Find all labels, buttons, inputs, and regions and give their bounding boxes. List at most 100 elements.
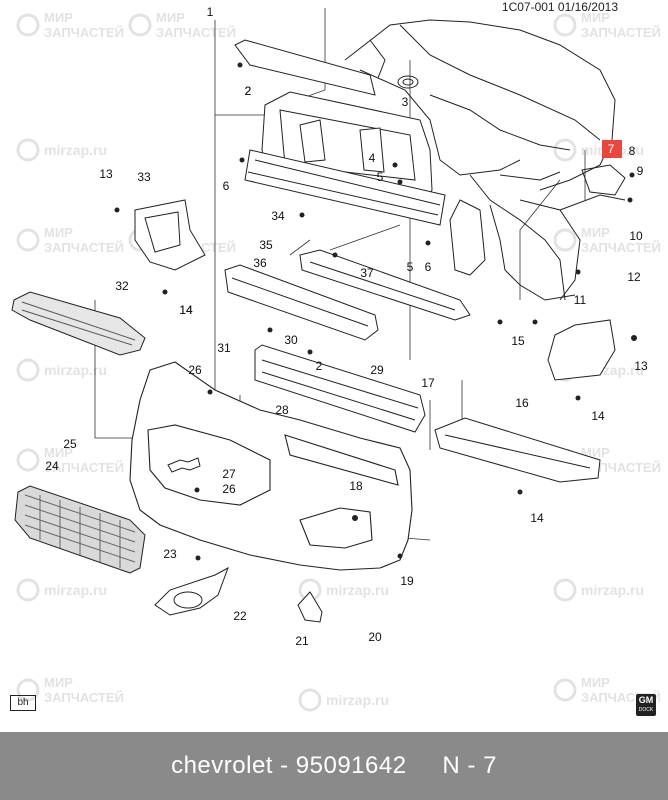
brand-logo-text: GM [638, 695, 654, 705]
callout-32: 32 [115, 279, 129, 293]
watermark-text: МИР [44, 675, 73, 690]
watermark-logo-icon [553, 138, 577, 162]
part-number-caption: chevrolet - 95091642 N - 7 [171, 752, 497, 779]
watermark-text: МИР [156, 10, 185, 25]
watermark-tile: mirzap.ru [16, 358, 107, 382]
watermark-logo-icon [553, 678, 577, 702]
watermark-text: ЗАПЧАСТЕЙ [44, 460, 124, 475]
callout-14: 14 [591, 409, 605, 423]
callout-2: 2 [245, 84, 252, 98]
footer-bar: chevrolet - 95091642 N - 7 [0, 732, 668, 800]
callout-37: 37 [360, 266, 374, 280]
watermark-tile: mirzap.ru [16, 578, 107, 602]
callout-33: 33 [137, 170, 151, 184]
watermark-text: МИР [44, 445, 73, 460]
impact-bar [244, 149, 446, 226]
bowtie-emblem [167, 457, 201, 473]
callout-11: 11 [574, 293, 587, 307]
watermark-tile: mirzap.ru [16, 138, 107, 162]
fog-bezels [154, 566, 323, 623]
parts-diagram: МИРЗАПЧАСТЕЙМИРЗАПЧАСТЕЙМИРЗАПЧАСТЕЙmirz… [11, 5, 661, 712]
callout-24: 24 [45, 459, 59, 473]
watermark-logo-icon [553, 228, 577, 252]
watermark-text: ЗАПЧАСТЕЙ [581, 240, 661, 255]
callout-8: 8 [629, 144, 636, 158]
watermark-text: mirzap.ru [581, 582, 644, 598]
watermark-text: ЗАПЧАСТЕЙ [581, 460, 661, 475]
callout-9: 9 [637, 164, 644, 178]
watermark-logo-icon [298, 688, 322, 712]
body-structure [344, 19, 626, 301]
watermark-logo-icon [553, 13, 577, 37]
watermark-text: МИР [581, 675, 610, 690]
splash-shields [134, 199, 616, 483]
callout-5: 5 [377, 170, 384, 184]
callout-13: 13 [99, 167, 113, 181]
callout-31: 31 [217, 341, 231, 355]
watermark-text: ЗАПЧАСТЕЙ [44, 690, 124, 705]
watermark-text: mirzap.ru [44, 582, 107, 598]
callout-17: 17 [421, 376, 435, 390]
callout-26: 26 [188, 363, 202, 377]
callout-18: 18 [349, 479, 363, 493]
callout-30: 30 [284, 333, 298, 347]
callout-3: 3 [402, 95, 409, 109]
callout-27: 27 [222, 467, 236, 481]
watermark-tile: mirzap.ru [298, 688, 389, 712]
watermark-logo-icon [128, 13, 152, 37]
diagram-reference-code: 1C07-001 01/16/2013 [501, 0, 618, 14]
callout-14: 14 [179, 303, 193, 317]
energy-absorber [224, 249, 471, 341]
brand-logo-subtext: DOCK [638, 707, 654, 713]
brand-logo: GM DOCK [636, 694, 656, 716]
watermark-logo-icon [16, 228, 40, 252]
watermark-text: МИР [44, 10, 73, 25]
callout-14: 14 [179, 303, 193, 317]
fasteners [114, 62, 637, 561]
callout-35: 35 [259, 238, 273, 252]
callout-22: 22 [233, 609, 247, 623]
callout-6: 6 [223, 179, 230, 193]
callout-6: 6 [425, 260, 432, 274]
callout-36: 36 [253, 256, 267, 270]
callout-4: 4 [369, 151, 376, 165]
callout-13: 13 [634, 359, 648, 373]
watermark-text: ЗАПЧАСТЕЙ [44, 25, 124, 40]
watermark-text: ЗАПЧАСТЕЙ [156, 25, 236, 40]
watermark-logo-icon [16, 578, 40, 602]
highlight-box [602, 140, 622, 158]
callout-34: 34 [271, 209, 285, 223]
callout-10: 10 [629, 229, 643, 243]
callout-16: 16 [515, 396, 529, 410]
watermark-logo-icon [553, 578, 577, 602]
watermark-text: mirzap.ru [44, 362, 107, 378]
callout-28: 28 [275, 403, 289, 417]
watermark-text: МИР [44, 225, 73, 240]
watermark-tile: mirzap.ru [553, 578, 644, 602]
watermark-logo-icon [16, 448, 40, 472]
watermark-text: mirzap.ru [326, 582, 389, 598]
callout-7: 7 [608, 142, 615, 156]
watermark-text: mirzap.ru [326, 692, 389, 708]
lower-absorber [254, 344, 426, 433]
corner-badge: bh [10, 695, 36, 711]
callout-12: 12 [627, 270, 641, 284]
watermark-text: МИР [581, 10, 610, 25]
callout-2: 2 [316, 359, 323, 373]
callout-21: 21 [295, 634, 309, 648]
callout-5: 5 [407, 260, 414, 274]
callout-26: 26 [222, 482, 236, 496]
callout-19: 19 [400, 574, 414, 588]
bumper-fascia [129, 361, 413, 571]
callout-1: 1 [207, 5, 214, 19]
lower-grille [14, 485, 146, 574]
watermark-logo-icon [16, 13, 40, 37]
callout-15: 15 [511, 334, 525, 348]
watermark-logo-icon [16, 138, 40, 162]
callout-25: 25 [63, 437, 77, 451]
